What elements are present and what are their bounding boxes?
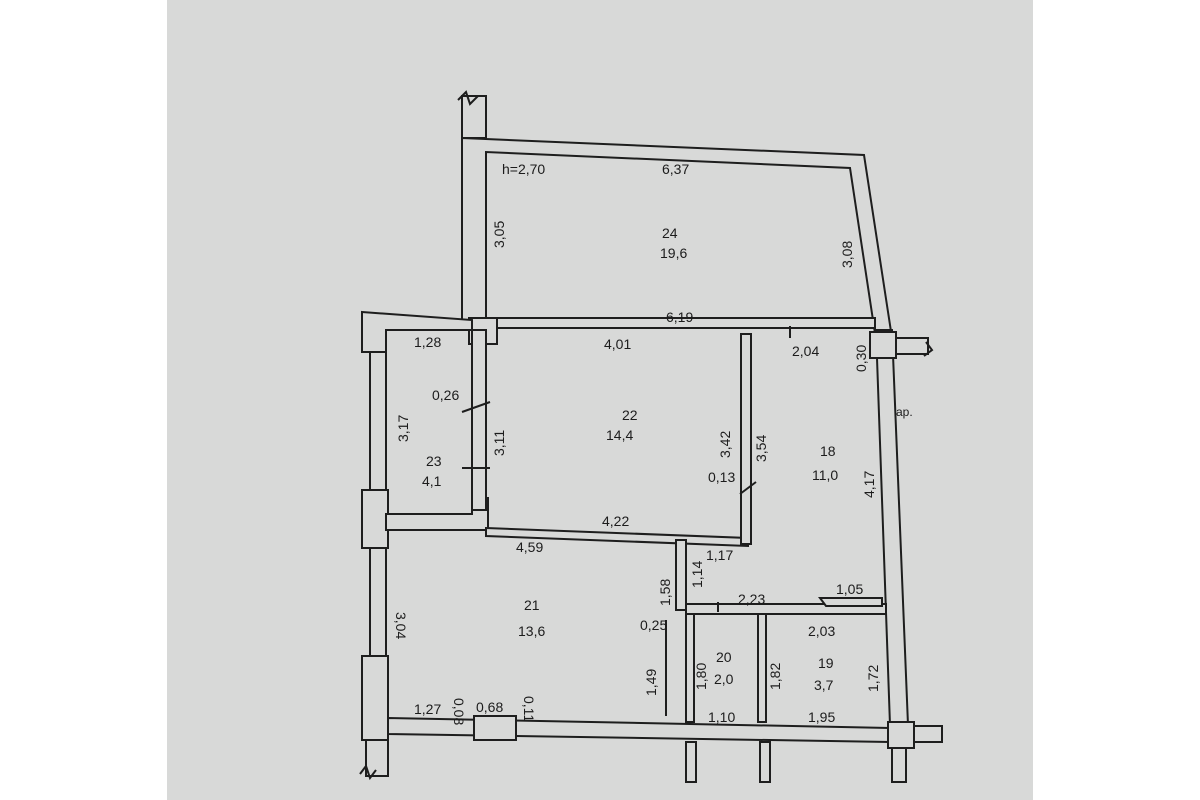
wall-stub-bottom-right — [913, 725, 943, 743]
dim-1-05: 1,05 — [836, 581, 863, 597]
annotation-ap: ар. — [896, 405, 913, 419]
dim-0-68: 0,68 — [476, 699, 503, 715]
labels: h=2,70 6,37 3,05 3,08 24 19,6 6,19 1,28 … — [393, 161, 913, 725]
tick-026 — [461, 401, 491, 413]
room-20-area: 2,0 — [714, 671, 734, 687]
dim-1-49: 1,49 — [643, 669, 659, 696]
wall-22-23 — [471, 329, 487, 511]
balcony-wall-top — [361, 310, 473, 353]
dim-3-05: 3,05 — [491, 221, 507, 248]
dim-2-03: 2,03 — [808, 623, 835, 639]
dim-1-10: 1,10 — [708, 709, 735, 725]
dim-1-72: 1,72 — [865, 665, 881, 692]
dim-6-19: 6,19 — [666, 309, 693, 325]
room-19-area: 3,7 — [814, 677, 834, 693]
column-5 — [887, 721, 915, 749]
dim-3-54: 3,54 — [753, 435, 769, 462]
dim-3-04: 3,04 — [393, 612, 409, 639]
ceiling-height: h=2,70 — [502, 161, 545, 177]
wall-22-18 — [740, 333, 752, 545]
room-18-number: 18 — [820, 443, 836, 459]
dim-0-25: 0,25 — [640, 617, 667, 633]
dim-0-11: 0,11 — [521, 696, 537, 722]
dim-4-17: 4,17 — [861, 471, 877, 498]
tick-013 — [739, 481, 757, 495]
dim-1-27: 1,27 — [414, 701, 441, 717]
room-19-number: 19 — [818, 655, 834, 671]
break-mark-top — [457, 90, 479, 106]
break-mark-right — [923, 341, 934, 357]
room-24-area: 19,6 — [660, 245, 687, 261]
wall-20-19 — [757, 613, 767, 723]
dim-3-17: 3,17 — [395, 415, 411, 442]
room-20-number: 20 — [716, 649, 732, 665]
dim-6-37: 6,37 — [662, 161, 689, 177]
walls — [359, 90, 943, 783]
dim-1-82: 1,82 — [767, 663, 783, 690]
room-22-number: 22 — [622, 407, 638, 423]
dim-1-28: 1,28 — [414, 334, 441, 350]
dim-1-14: 1,14 — [689, 561, 705, 588]
dim-0-26: 0,26 — [432, 387, 459, 403]
window-21 — [369, 547, 387, 657]
wall-stub-bottom-left — [365, 739, 389, 777]
room-21-area: 13,6 — [518, 623, 545, 639]
wall-corridor — [675, 539, 687, 611]
room-18-area: 11,0 — [812, 467, 838, 483]
room-24-number: 24 — [662, 225, 678, 241]
wall-stub-bottom-1 — [685, 741, 697, 783]
column-4 — [473, 715, 517, 741]
dim-3-42: 3,42 — [717, 431, 733, 458]
wall-23-bottom — [385, 497, 489, 531]
break-mark-bottom — [359, 763, 377, 781]
room-21-number: 21 — [524, 597, 540, 613]
wall-21-left — [361, 655, 389, 741]
room-23-area: 4,1 — [422, 473, 442, 489]
wall-20-left — [685, 613, 695, 723]
wall-stub-top — [461, 95, 487, 139]
wall-stub-bottom-2 — [759, 741, 771, 783]
dim-1-58: 1,58 — [657, 579, 673, 606]
dim-4-01: 4,01 — [604, 336, 631, 352]
room-23-number: 23 — [426, 453, 442, 469]
dim-3-08: 3,08 — [839, 241, 855, 268]
dim-2-23: 2,23 — [738, 591, 765, 607]
wall-stub-right — [895, 337, 929, 355]
column-3 — [361, 489, 389, 549]
room-22-area: 14,4 — [606, 427, 633, 443]
dim-1-17: 1,17 — [706, 547, 733, 563]
dim-0-13: 0,13 — [708, 469, 735, 485]
dim-0-08: 0,08 — [451, 698, 467, 725]
balcony-glazing-23 — [369, 351, 387, 493]
wall-stub-bottom-3 — [891, 747, 907, 783]
dim-0-30: 0,30 — [853, 345, 869, 372]
dim-1-95: 1,95 — [808, 709, 835, 725]
column-2 — [869, 331, 897, 359]
vent-duct — [818, 597, 883, 607]
wall-24-22 — [496, 317, 876, 329]
dim-3-11: 3,11 — [491, 430, 507, 456]
dim-4-22: 4,22 — [602, 513, 629, 529]
dim-4-59: 4,59 — [516, 539, 543, 555]
wall-19-top — [685, 603, 887, 615]
dim-1-80: 1,80 — [693, 663, 709, 690]
dim-2-04: 2,04 — [792, 343, 819, 359]
